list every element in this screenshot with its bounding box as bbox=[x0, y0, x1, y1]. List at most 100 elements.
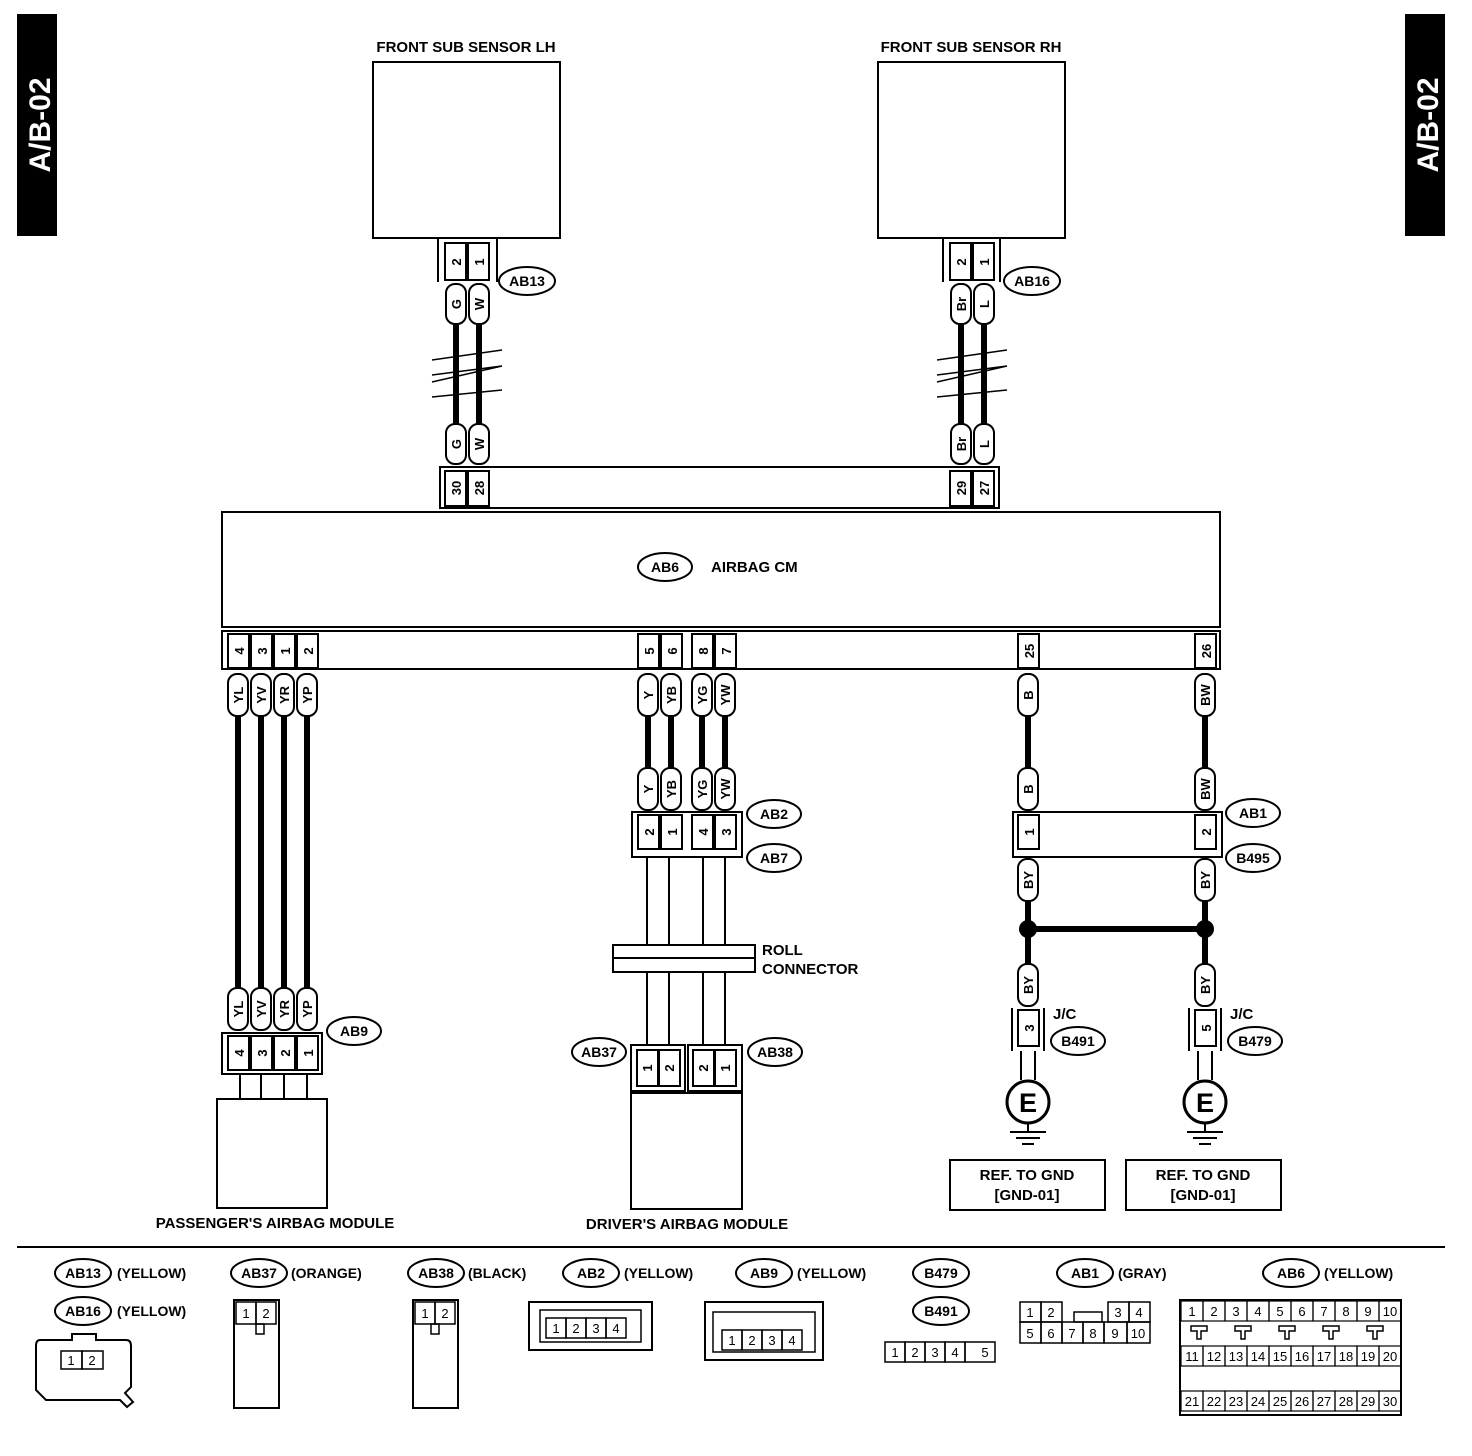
jc-pin: 5 bbox=[1199, 1024, 1214, 1031]
legend-pin: 15 bbox=[1273, 1349, 1287, 1364]
legend-color: (YELLOW) bbox=[1324, 1265, 1393, 1281]
connector-tag-ab13 bbox=[498, 266, 556, 296]
legend-code: AB6 bbox=[1277, 1265, 1305, 1281]
legend-pin: 4 bbox=[1135, 1305, 1142, 1320]
connector-face-ab37 bbox=[233, 1299, 280, 1409]
ground-symbol-letter: E bbox=[1196, 1088, 1214, 1118]
legend-color: (GRAY) bbox=[1118, 1265, 1167, 1281]
front-sub-sensor-rh bbox=[877, 61, 1066, 239]
wire-code: YB bbox=[664, 780, 679, 798]
legend-pin: 27 bbox=[1317, 1394, 1331, 1409]
legend-pin: 16 bbox=[1295, 1349, 1309, 1364]
legend-pin: 7 bbox=[1068, 1326, 1075, 1341]
connector-tag-ab1 bbox=[1225, 798, 1281, 828]
wire-code: G bbox=[449, 439, 464, 449]
page-code-right: A/B-02 bbox=[1412, 77, 1445, 172]
latch-mark bbox=[1234, 1325, 1252, 1340]
ab16-pin: 1 bbox=[977, 258, 992, 265]
connector-tag-b491-text: B491 bbox=[1061, 1033, 1095, 1049]
wire-code: YP bbox=[300, 686, 315, 704]
legend-pin: 25 bbox=[1273, 1394, 1287, 1409]
latch-mark bbox=[1366, 1325, 1384, 1340]
legend-code: AB2 bbox=[577, 1265, 605, 1281]
wire-code: W bbox=[472, 297, 487, 310]
ab9-connector bbox=[221, 1032, 323, 1099]
cm-pin: 6 bbox=[665, 647, 680, 654]
legend-pin: 3 bbox=[931, 1345, 938, 1360]
ab2-pin: 4 bbox=[696, 828, 711, 836]
ab9-pin: 2 bbox=[278, 1049, 293, 1056]
cm-pin: 26 bbox=[1199, 644, 1214, 658]
wire-code: Br bbox=[954, 297, 969, 311]
legend-pin: 10 bbox=[1383, 1304, 1397, 1319]
ab9-pin: 1 bbox=[301, 1049, 316, 1056]
legend-pin: 13 bbox=[1229, 1349, 1243, 1364]
legend-color: (YELLOW) bbox=[624, 1265, 693, 1281]
legend-pin: 6 bbox=[1298, 1304, 1305, 1319]
ground-symbol-left bbox=[1005, 1079, 1051, 1145]
legend-color: (YELLOW) bbox=[117, 1265, 186, 1281]
wire-code-pills-sensors bbox=[445, 283, 995, 465]
legend-pin: 7 bbox=[1320, 1304, 1327, 1319]
legend-code: AB9 bbox=[750, 1265, 778, 1281]
legend-code: AB38 bbox=[418, 1265, 454, 1281]
ab2-pin: 3 bbox=[719, 828, 734, 835]
wire-code: L bbox=[977, 300, 992, 308]
ref-to-gnd-label: [GND-01] bbox=[994, 1187, 1059, 1204]
legend-pin: 2 bbox=[572, 1321, 579, 1336]
connector-face-ab38 bbox=[412, 1299, 459, 1409]
legend-pin: 1 bbox=[67, 1353, 74, 1368]
cm-bottom-connector bbox=[221, 630, 1221, 670]
wire-code: YG bbox=[695, 686, 710, 705]
connector-tag-ab1-text: AB1 bbox=[1239, 805, 1267, 821]
wire-code: YB bbox=[664, 686, 679, 704]
ab2-ab7-connector bbox=[631, 811, 743, 858]
legend-pin: 21 bbox=[1185, 1394, 1199, 1409]
legend-pin: 19 bbox=[1361, 1349, 1375, 1364]
front-sub-sensor-lh bbox=[372, 61, 561, 239]
wire-code: Br bbox=[954, 437, 969, 451]
front-sub-sensor-lh-label: FRONT SUB SENSOR LH bbox=[376, 39, 555, 56]
passenger-airbag-module-label: PASSENGER'S AIRBAG MODULE bbox=[156, 1215, 395, 1232]
wire-code: G bbox=[449, 299, 464, 309]
legend-pin: 1 bbox=[1188, 1304, 1195, 1319]
wire-code: B bbox=[1021, 690, 1036, 699]
passenger-wires bbox=[235, 712, 310, 992]
wire-code: YG bbox=[695, 780, 710, 799]
legend-pin: 5 bbox=[981, 1345, 988, 1360]
legend-pin: 4 bbox=[612, 1321, 619, 1336]
ab9-pin: 4 bbox=[232, 1049, 247, 1057]
legend-code: AB37 bbox=[241, 1265, 277, 1281]
airbag-cm-label: AIRBAG CM bbox=[711, 559, 798, 576]
wire-code-pills-passenger bbox=[227, 673, 318, 1031]
connector-tag-ab6 bbox=[637, 552, 693, 582]
jc-connector-b491 bbox=[1011, 1008, 1045, 1080]
driver-wires bbox=[645, 712, 728, 768]
connector-face-ab1 bbox=[1019, 1301, 1151, 1344]
connector-tag-ab2 bbox=[746, 799, 802, 829]
legend-pin: 2 bbox=[88, 1353, 95, 1368]
ab1-pin: 2 bbox=[1199, 828, 1214, 835]
legend-pin: 3 bbox=[768, 1333, 775, 1348]
legend-pin: 3 bbox=[1232, 1304, 1239, 1319]
legend-pin-cell bbox=[1378, 1390, 1402, 1412]
legend-pin: 24 bbox=[1251, 1394, 1265, 1409]
wire-code: W bbox=[472, 437, 487, 450]
legend-pin: 11 bbox=[1185, 1349, 1199, 1364]
legend: AB13 (YELLOW) AB16 (YELLOW) 1 2 AB37 (OR… bbox=[35, 1258, 1402, 1416]
ref-to-gnd-label: [GND-01] bbox=[1170, 1187, 1235, 1204]
roll-connector-label: CONNECTOR bbox=[762, 961, 859, 978]
ground-symbol-right bbox=[1182, 1079, 1228, 1145]
wire-code: BY bbox=[1198, 976, 1213, 994]
legend-pin-cell bbox=[1378, 1300, 1402, 1322]
wire-code: BW bbox=[1198, 683, 1213, 705]
ab1-pin: 1 bbox=[1022, 828, 1037, 835]
legend-color: (ORANGE) bbox=[291, 1265, 362, 1281]
page-tab-right: A/B-02 bbox=[1405, 14, 1445, 236]
legend-pin: 1 bbox=[891, 1345, 898, 1360]
legend-pin: 9 bbox=[1364, 1304, 1371, 1319]
wire-code: YP bbox=[300, 1000, 315, 1018]
legend-pin: 1 bbox=[242, 1306, 249, 1321]
